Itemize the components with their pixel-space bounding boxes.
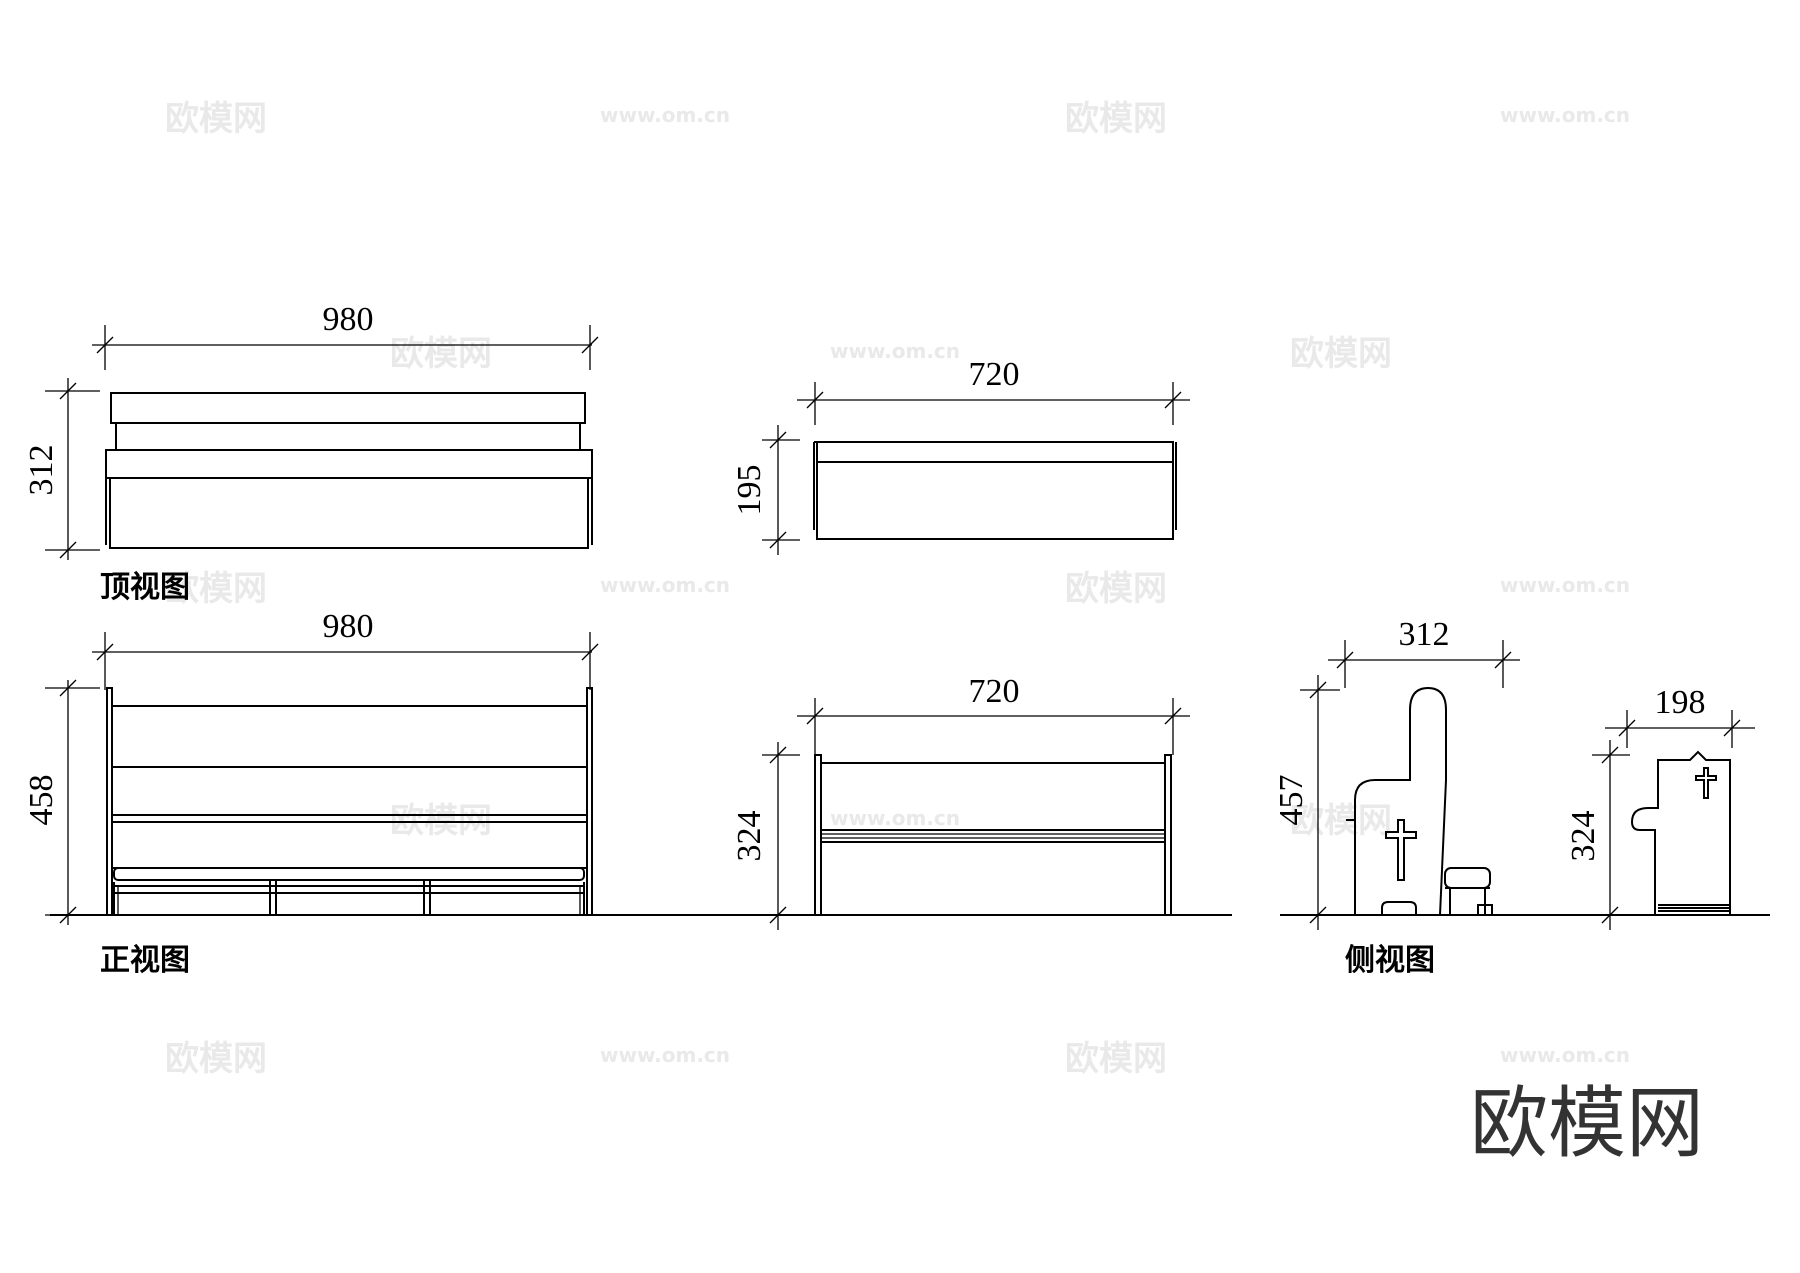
side-depth-dim: 312 (1399, 616, 1450, 653)
side-height-dim: 457 (1273, 775, 1310, 826)
watermark-url: www.om.cn (600, 103, 730, 127)
watermark-url: www.om.cn (600, 573, 730, 597)
brand-watermark: 欧模网 (1470, 1079, 1704, 1169)
top-depth-dim: 312 (23, 445, 60, 496)
front-view-small: 720 324 (731, 673, 1190, 930)
watermark-brand: 欧模网 (165, 569, 267, 609)
watermark-url: www.om.cn (600, 1043, 730, 1067)
watermark-brand: 欧模网 (1290, 801, 1392, 841)
watermark-brand: 欧模网 (390, 334, 492, 374)
side-view-label: 侧视图 (1345, 943, 1435, 978)
side-view-small: 198 324 (1565, 684, 1755, 930)
front-width-dim: 980 (323, 608, 374, 645)
front-view-label: 正视图 (100, 943, 190, 978)
side-view: 312 457 侧视图 (1273, 616, 1520, 978)
side-small-depth-dim: 198 (1655, 684, 1706, 721)
watermark-brand: 欧模网 (1065, 569, 1167, 609)
top-view-small: 720 195 (731, 356, 1190, 555)
side-small-height-dim: 324 (1565, 811, 1602, 862)
front-view: 980 458 正视图 (23, 608, 599, 978)
watermark-brand: 欧模网 (165, 99, 267, 139)
top-small-width-dim: 720 (969, 356, 1020, 393)
front-small-width-dim: 720 (969, 673, 1020, 710)
front-small-height-dim: 324 (731, 811, 768, 862)
top-view: 980 312 顶视图 (23, 301, 599, 605)
watermark-url: www.om.cn (1500, 1043, 1630, 1067)
watermark-layer: 欧模网 www.om.cn 欧模网 www.om.cn 欧模网 www.om.c… (165, 99, 1630, 1079)
top-small-depth-dim: 195 (731, 465, 768, 516)
front-height-dim: 458 (23, 775, 60, 826)
watermark-url: www.om.cn (1500, 103, 1630, 127)
watermark-url: www.om.cn (1500, 573, 1630, 597)
watermark-brand: 欧模网 (1065, 1039, 1167, 1079)
watermark-url: www.om.cn (830, 806, 960, 830)
watermark-brand: 欧模网 (1065, 99, 1167, 139)
top-width-dim: 980 (323, 301, 374, 338)
watermark-brand: 欧模网 (1290, 334, 1392, 374)
watermark-url: www.om.cn (830, 339, 960, 363)
top-view-label: 顶视图 (100, 570, 190, 605)
watermark-brand: 欧模网 (165, 1039, 267, 1079)
